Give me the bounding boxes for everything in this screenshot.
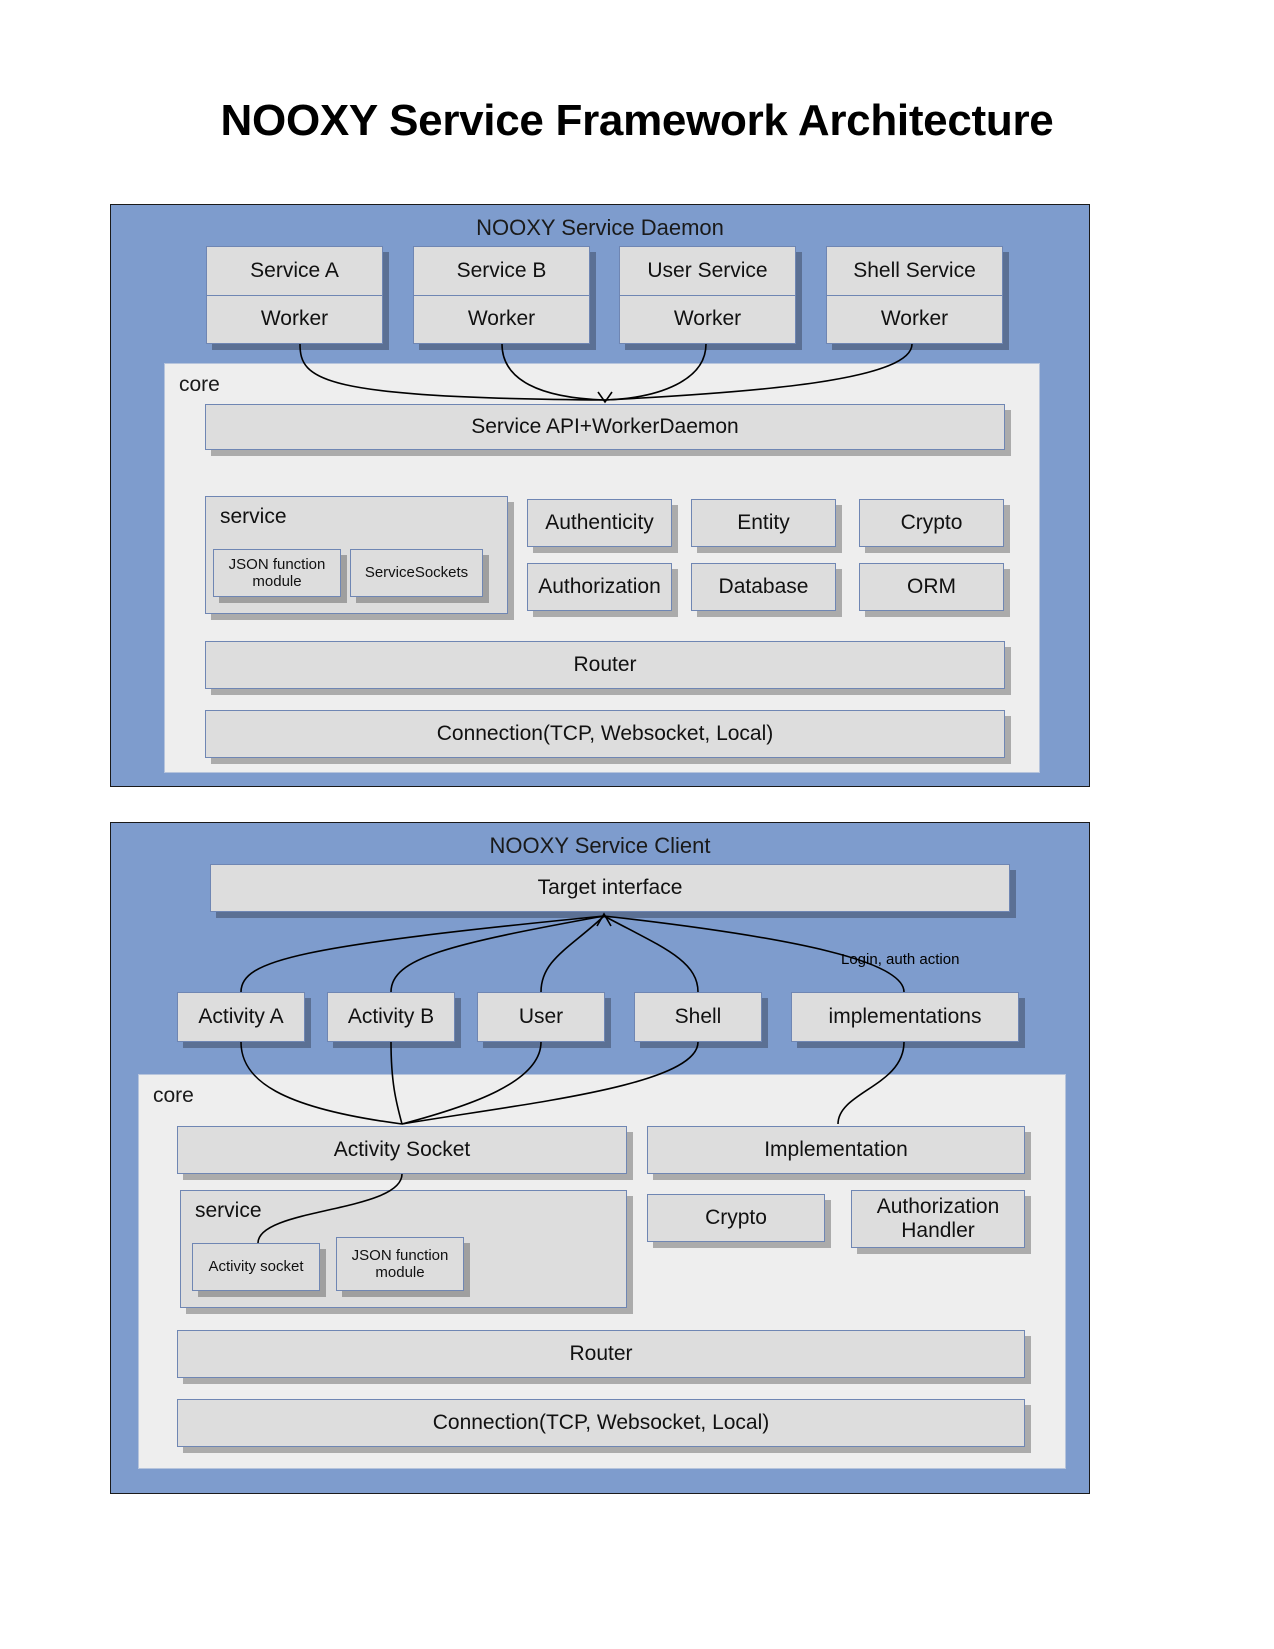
service-stack-1[interactable]: Service B Worker: [413, 246, 590, 344]
implementation-box[interactable]: Implementation: [647, 1126, 1025, 1174]
service-name-3: Shell Service: [853, 258, 976, 282]
page-title: NOOXY Service Framework Architecture: [220, 96, 1054, 145]
daemon-service-group-label: service: [220, 505, 287, 528]
daemon-connection-box[interactable]: Connection(TCP, Websocket, Local): [205, 710, 1005, 758]
shell-box[interactable]: Shell: [634, 992, 762, 1042]
daemon-module-authenticity[interactable]: Authenticity: [527, 499, 672, 547]
implementations-box[interactable]: implementations: [791, 992, 1019, 1042]
daemon-module-authorization[interactable]: Authorization: [527, 563, 672, 611]
worker-3: Worker: [827, 294, 1002, 344]
worker-2: Worker: [620, 294, 795, 344]
service-stack-0[interactable]: Service A Worker: [206, 246, 383, 344]
worker-1: Worker: [414, 294, 589, 344]
service-name-2: User Service: [647, 258, 768, 282]
daemon-module-entity[interactable]: Entity: [691, 499, 836, 547]
worker-0: Worker: [207, 294, 382, 344]
service-name-1: Service B: [456, 258, 547, 282]
client-core-label: core: [153, 1084, 194, 1107]
daemon-router-box[interactable]: Router: [205, 641, 1005, 689]
daemon-panel-title: NOOXY Service Daemon: [476, 215, 724, 240]
client-activity-socket-module-box[interactable]: Activity socket: [192, 1243, 320, 1291]
daemon-service-sockets-box[interactable]: ServiceSockets: [350, 549, 483, 597]
daemon-json-function-module-box[interactable]: JSON function module: [213, 549, 341, 597]
activity-socket-box[interactable]: Activity Socket: [177, 1126, 627, 1174]
client-json-function-module-box[interactable]: JSON function module: [336, 1237, 464, 1291]
daemon-module-orm[interactable]: ORM: [859, 563, 1004, 611]
service-stack-3[interactable]: Shell Service Worker: [826, 246, 1003, 344]
activity-b-box[interactable]: Activity B: [327, 992, 455, 1042]
user-box[interactable]: User: [477, 992, 605, 1042]
client-panel-title: NOOXY Service Client: [489, 833, 711, 858]
daemon-module-database[interactable]: Database: [691, 563, 836, 611]
client-service-group-label: service: [195, 1199, 262, 1222]
client-connection-box[interactable]: Connection(TCP, Websocket, Local): [177, 1399, 1025, 1447]
client-router-box[interactable]: Router: [177, 1330, 1025, 1378]
client-crypto-box[interactable]: Crypto: [647, 1194, 825, 1242]
login-auth-action-label: Login, auth action: [841, 951, 960, 968]
service-api-worker-daemon-box[interactable]: Service API+WorkerDaemon: [205, 404, 1005, 450]
daemon-core-label: core: [179, 373, 220, 396]
daemon-module-crypto[interactable]: Crypto: [859, 499, 1004, 547]
activity-a-box[interactable]: Activity A: [177, 992, 305, 1042]
service-name-0: Service A: [250, 258, 339, 282]
service-stack-2[interactable]: User Service Worker: [619, 246, 796, 344]
target-interface-box[interactable]: Target interface: [210, 864, 1010, 912]
authorization-handler-box[interactable]: Authorization Handler: [851, 1190, 1025, 1248]
